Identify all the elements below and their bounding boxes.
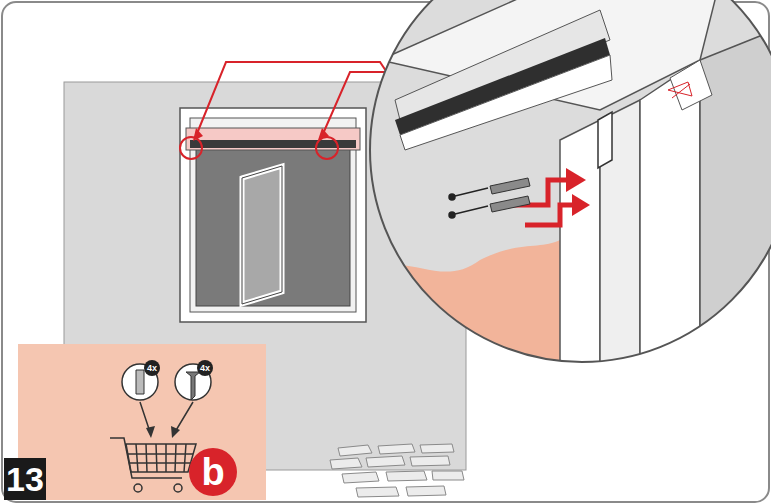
cart-icon — [110, 438, 196, 492]
window — [180, 108, 366, 322]
variant-letter: b — [189, 448, 237, 496]
detail-zoom — [360, 0, 771, 400]
leader-heads — [193, 128, 329, 141]
quantity-badge: 4x — [197, 360, 213, 376]
step-number: 13 — [4, 458, 46, 500]
shopping-panel — [18, 344, 266, 500]
cobblestones — [330, 444, 464, 497]
step-box — [4, 458, 46, 500]
quantity-badge: 4x — [144, 360, 160, 376]
